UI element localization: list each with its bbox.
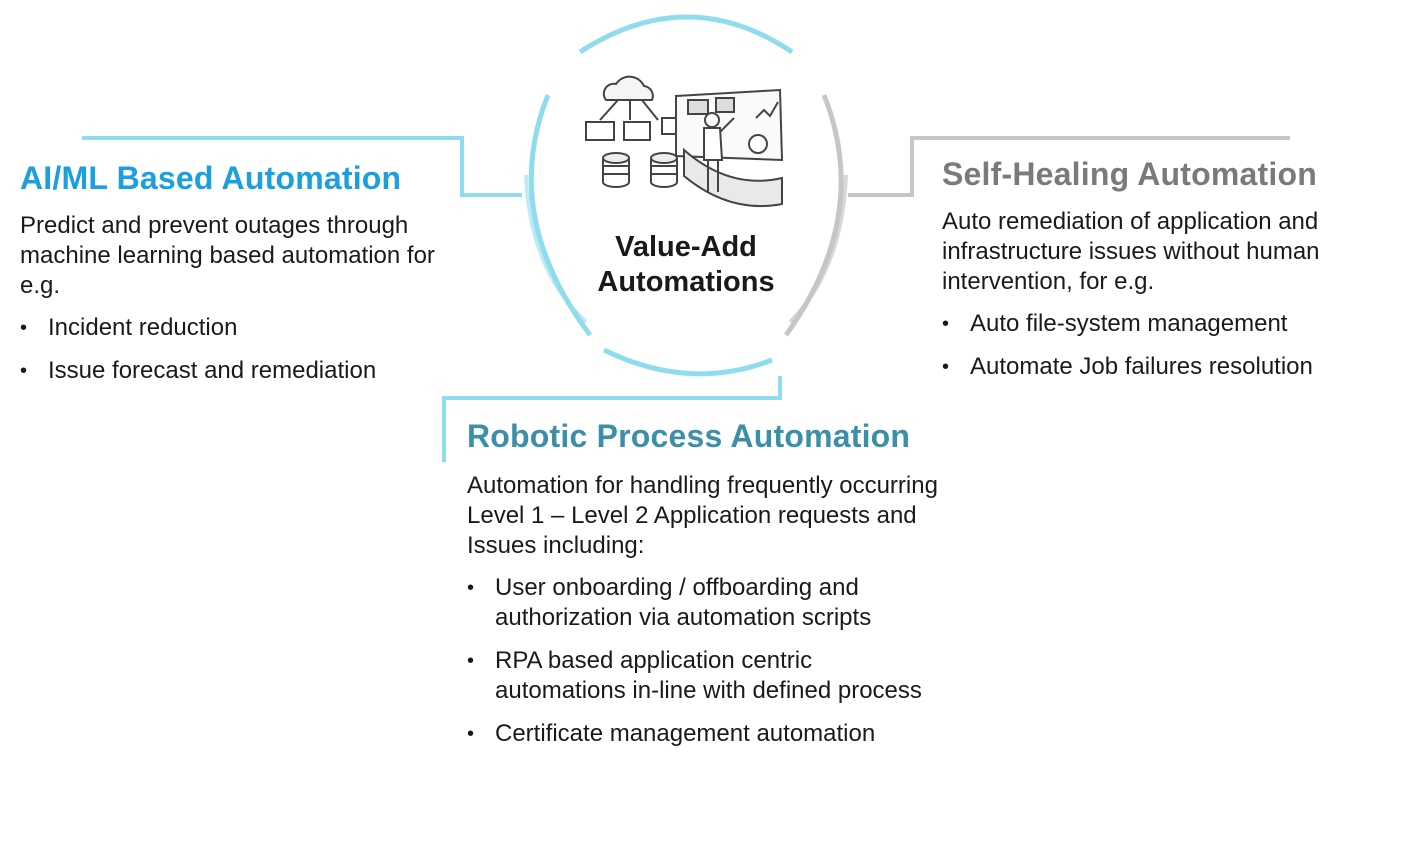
aiml-heading: AI/ML Based Automation [20, 160, 402, 196]
self-healing-description: Auto remediation of application and infr… [942, 207, 1320, 295]
rpa-bullet-item: • RPA based application centric automatio… [467, 646, 947, 706]
self-healing-bullet-list: • Auto file-system management • Automate J… [942, 309, 1402, 382]
bullet-icon: • [467, 722, 475, 745]
aiml-description: Predict and prevent outages through mach… [20, 211, 435, 299]
ring-arc-left-inner [524, 174, 588, 324]
self-healing-section: Self-Healing Automation Auto remediation… [942, 156, 1402, 395]
center-title: Value-Add Automations [566, 230, 806, 300]
rpa-description: Automation for handling frequently occur… [467, 471, 938, 559]
aiml-bullet-item: • Incident reduction [20, 313, 480, 343]
ring-arc-bottom [602, 347, 773, 377]
bullet-icon: • [942, 312, 950, 335]
self-healing-bullet-text: Auto file-system management [970, 309, 1288, 337]
aiml-section: AI/ML Based Automation Predict and preve… [20, 160, 480, 399]
rpa-bullet-list: • User onboarding / offboarding and autho… [467, 573, 947, 749]
data-center-operator-illustration-icon [585, 75, 784, 208]
aiml-bullet-item: • Issue forecast and remediation [20, 356, 480, 386]
aiml-connector-line [82, 136, 522, 197]
rpa-bullet-item: • Certificate management automation [467, 719, 947, 749]
bullet-icon: • [467, 576, 475, 599]
bullet-icon: • [942, 355, 950, 378]
self-healing-connector-line [848, 136, 1290, 197]
rpa-bullet-text: Certificate management automation [495, 719, 876, 747]
ring-arc-right-inner [788, 174, 848, 324]
rpa-connector-line [442, 376, 782, 462]
self-healing-bullet-item: • Auto file-system management [942, 309, 1402, 339]
rpa-section: Robotic Process Automation Automation fo… [467, 418, 947, 762]
bullet-icon: • [20, 316, 28, 339]
aiml-bullet-text: Incident reduction [48, 313, 238, 341]
rpa-bullet-item: • User onboarding / offboarding and autho… [467, 573, 947, 633]
rpa-bullet-text: RPA based application centric automation… [495, 646, 922, 704]
rpa-heading: Robotic Process Automation [467, 418, 911, 454]
aiml-bullet-list: • Incident reduction • Issue forecast and … [20, 313, 480, 386]
self-healing-bullet-item: • Automate Job failures resolution [942, 352, 1402, 382]
self-healing-bullet-text: Automate Job failures resolution [970, 352, 1313, 380]
self-healing-heading: Self-Healing Automation [942, 156, 1317, 192]
ring-arc-top [578, 14, 794, 55]
aiml-bullet-text: Issue forecast and remediation [48, 356, 377, 384]
center-title-line1: Value-Add [615, 231, 757, 263]
center-title-line2: Automations [597, 266, 775, 298]
bullet-icon: • [467, 649, 475, 672]
bullet-icon: • [20, 359, 28, 382]
rpa-bullet-text: User onboarding / offboarding and author… [495, 573, 872, 631]
